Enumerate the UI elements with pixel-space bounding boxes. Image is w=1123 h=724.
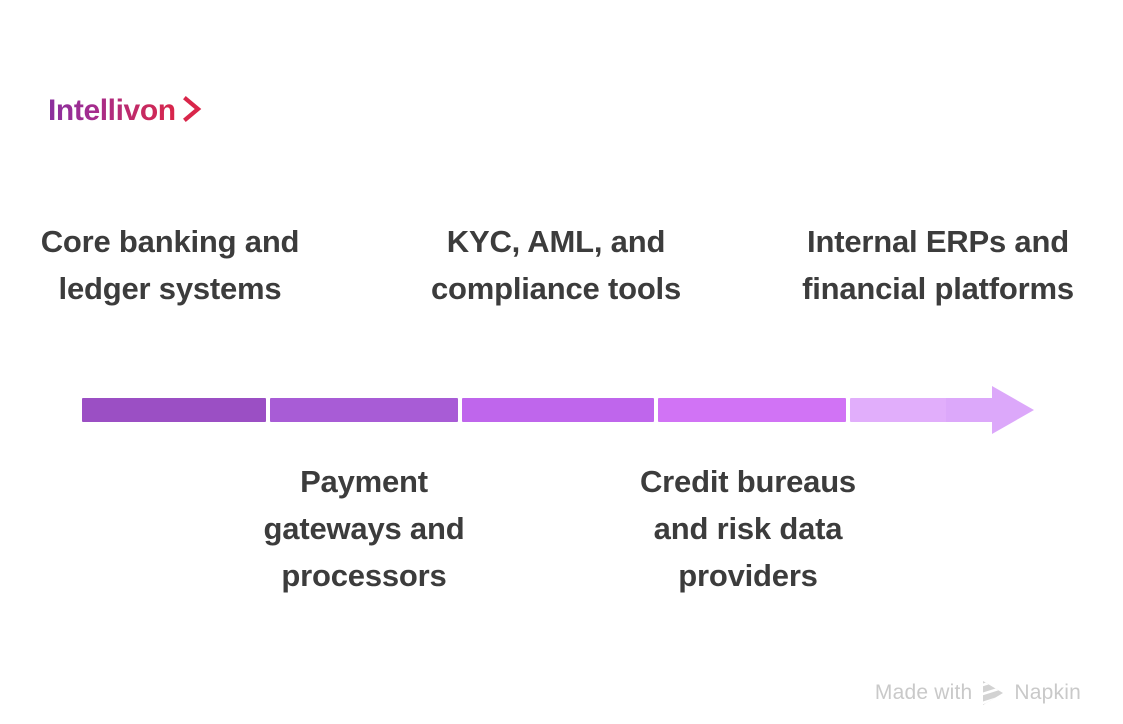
timeline-label-1: Core banking and ledger systems [40, 224, 300, 307]
brand-logo-text: Intellivon [48, 94, 176, 127]
timeline-segment-1[interactable] [82, 398, 266, 422]
chevron-right-icon [181, 94, 203, 128]
timeline-segment-2[interactable] [270, 398, 458, 422]
made-with-napkin-watermark[interactable]: Made with Napkin [875, 680, 1081, 706]
timeline-label-2: Payment gateways and processors [263, 464, 465, 594]
timeline-label-4: Credit bureaus and risk data providers [640, 464, 856, 594]
brand-logo: Intellivon [48, 94, 203, 128]
timeline-segment-5[interactable] [850, 398, 958, 422]
napkin-logo-icon [981, 680, 1005, 706]
timeline-segment-4[interactable] [658, 398, 846, 422]
timeline-label-5: Internal ERPs and financial platforms [802, 224, 1074, 307]
made-with-text: Made with [874, 681, 973, 704]
napkin-product-name: Napkin [1014, 681, 1081, 704]
timeline-segment-3[interactable] [462, 398, 654, 422]
timeline-segments [82, 398, 958, 422]
timeline-label-3: KYC, AML, and compliance tools [430, 224, 682, 307]
timeline-arrow [82, 386, 1035, 434]
